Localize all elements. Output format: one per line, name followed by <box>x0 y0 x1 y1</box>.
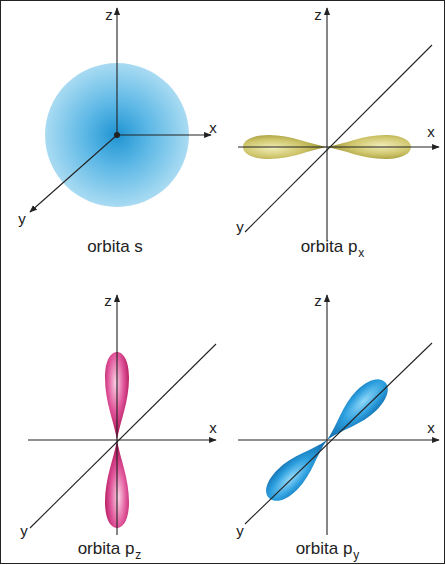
axis-label: y <box>236 219 244 234</box>
px-orbital-panel <box>238 8 439 240</box>
orbital-subscript: y <box>353 549 359 561</box>
axis-label: y <box>18 211 26 226</box>
orbital-caption: orbita p <box>78 540 135 557</box>
axis-label: y <box>236 523 244 538</box>
axis-label: z <box>104 293 112 308</box>
py-orbital-panel <box>238 295 439 535</box>
orbital-caption: orbita p <box>301 238 358 255</box>
orbital-caption: orbita s <box>87 238 143 255</box>
s-orbital-panel <box>30 8 211 212</box>
axis-label: z <box>105 7 113 22</box>
orbital-subscript: x <box>358 247 364 259</box>
axis-label: x <box>209 420 217 435</box>
axis-label: x <box>209 120 217 135</box>
axis-label: x <box>427 124 435 139</box>
axis-label: z <box>314 7 322 22</box>
axis-label: z <box>314 293 322 308</box>
orbital-subscript: z <box>135 549 141 561</box>
axis-label: x <box>427 420 435 435</box>
orbital-caption: orbita p <box>296 540 353 557</box>
axis-label: y <box>20 523 28 538</box>
pz-orbital-panel <box>28 295 216 535</box>
